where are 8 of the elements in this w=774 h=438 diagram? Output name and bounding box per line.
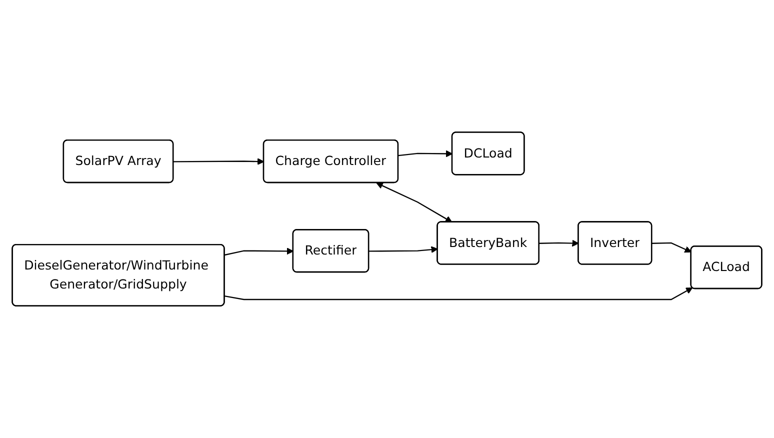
arrow bbox=[539, 240, 579, 247]
arrow bbox=[398, 150, 453, 158]
arrow bbox=[368, 246, 438, 254]
arrow bbox=[376, 182, 452, 222]
arrow bbox=[224, 287, 693, 300]
arrow bbox=[652, 242, 692, 253]
arrow bbox=[173, 158, 264, 165]
arrow bbox=[224, 248, 294, 256]
